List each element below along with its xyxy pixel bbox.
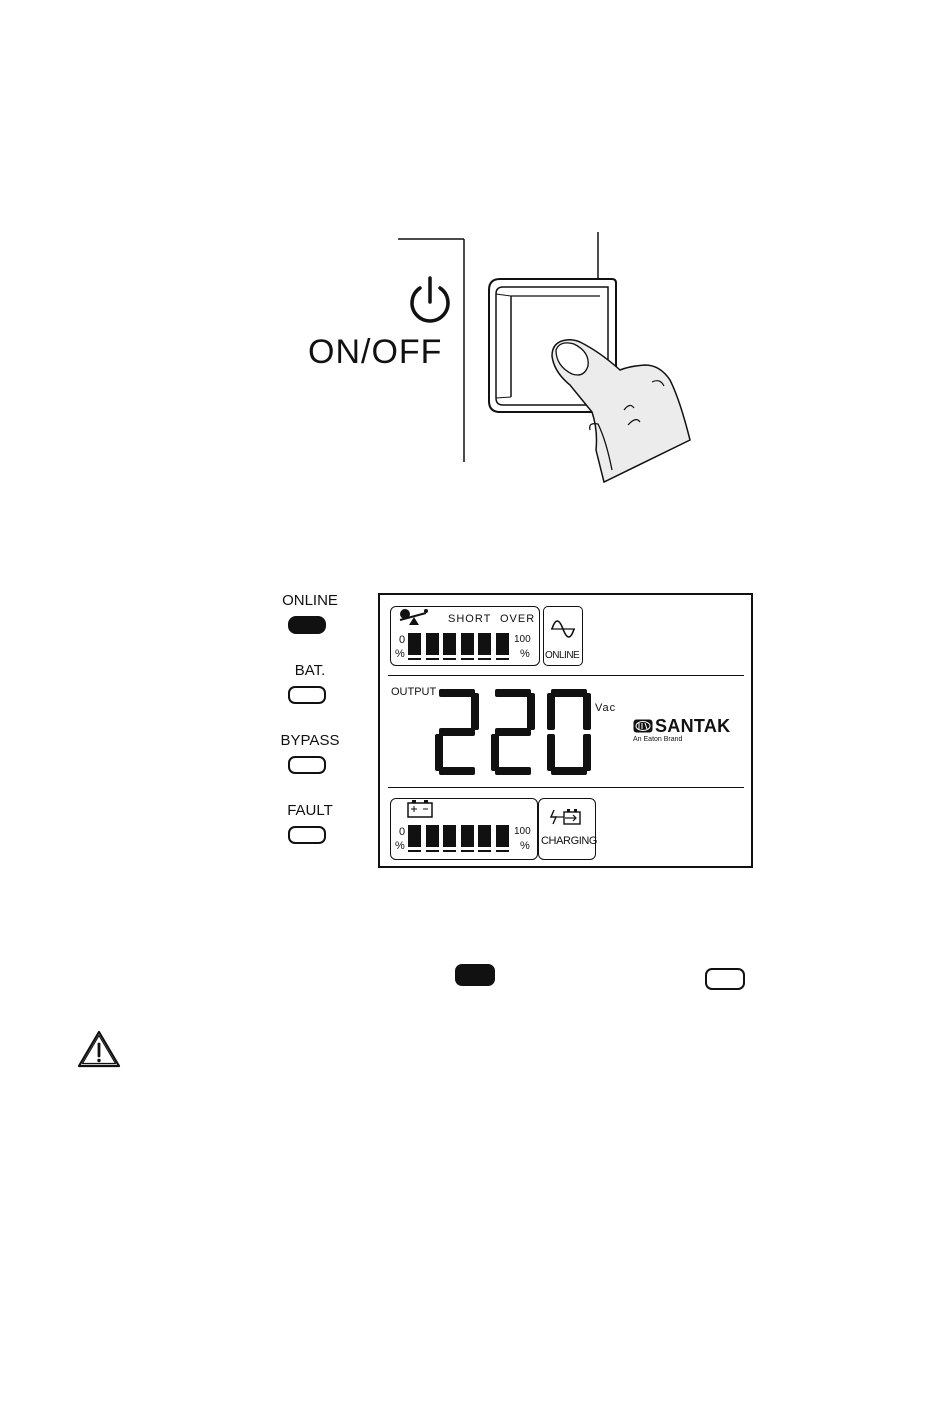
indicator-label-online: ONLINE <box>270 592 350 609</box>
load-level-segment <box>461 633 474 655</box>
battery-level-underline <box>478 850 491 852</box>
battery-max-label: 100 <box>514 826 531 837</box>
load-max-label: 100 <box>514 634 531 645</box>
battery-level-underline <box>496 850 509 852</box>
led-on-icon <box>455 964 495 986</box>
lcd-display: SHORT OVER 0 % 100 % ONLINE OUTPUT Vac S… <box>378 593 753 868</box>
online-mode-label: ONLINE <box>545 650 579 661</box>
led-bat-indicator <box>288 686 326 704</box>
battery-min-unit: % <box>395 840 405 852</box>
load-level-underline <box>478 658 491 660</box>
digit-segment <box>527 693 535 730</box>
output-voltage-digits <box>435 687 595 777</box>
load-level-underline <box>461 658 474 660</box>
power-button-illustration <box>0 0 950 520</box>
digit-segment <box>439 728 475 736</box>
load-level-underline <box>443 658 456 660</box>
load-min-unit: % <box>395 648 405 660</box>
battery-level-segment <box>443 825 456 847</box>
battery-icon <box>407 799 435 819</box>
battery-level-underline <box>461 850 474 852</box>
load-max-unit: % <box>520 648 530 660</box>
battery-max-unit: % <box>520 840 530 852</box>
short-label: SHORT <box>448 613 491 625</box>
battery-level-segment <box>478 825 491 847</box>
digit-segment <box>495 767 531 775</box>
charging-label: CHARGING <box>541 835 597 847</box>
digit-segment <box>439 767 475 775</box>
over-label: OVER <box>500 613 535 625</box>
digit-segment <box>547 693 555 730</box>
indicator-panel: ONLINE BAT. BYPASS FAULT <box>270 592 350 852</box>
load-level-segment <box>443 633 456 655</box>
digit-segment <box>435 734 443 771</box>
load-level-underline <box>408 658 421 660</box>
digit-segment <box>439 689 475 697</box>
battery-level-segment <box>461 825 474 847</box>
led-bypass-indicator <box>288 756 326 774</box>
digit-segment <box>551 767 587 775</box>
battery-min-label: 0 <box>399 826 405 838</box>
brand-tagline: An Eaton Brand <box>633 736 682 743</box>
digit-segment <box>583 693 591 730</box>
indicator-label-bypass: BYPASS <box>270 732 350 749</box>
digit-segment <box>491 734 499 771</box>
battery-level-segment <box>426 825 439 847</box>
warning-triangle-icon <box>77 1030 121 1068</box>
led-off-icon <box>705 968 745 990</box>
power-icon <box>412 278 448 321</box>
eaton-logo-icon <box>633 719 653 733</box>
load-level-segment <box>426 633 439 655</box>
load-level-segment <box>408 633 421 655</box>
battery-level-segment <box>408 825 421 847</box>
load-level-segment <box>496 633 509 655</box>
digit-segment <box>471 693 479 730</box>
battery-level-underline <box>443 850 456 852</box>
load-level-underline <box>496 658 509 660</box>
power-button-label: ON/OFF <box>308 333 442 372</box>
load-level-underline <box>426 658 439 660</box>
battery-level-bar <box>408 825 512 855</box>
digit-segment <box>547 734 555 771</box>
sine-wave-icon <box>550 615 576 643</box>
digit-segment <box>495 689 531 697</box>
load-min-label: 0 <box>399 634 405 646</box>
indicator-label-fault: FAULT <box>270 802 350 819</box>
output-label: OUTPUT <box>391 686 436 698</box>
digit-segment <box>551 689 587 697</box>
digit-segment <box>583 734 591 771</box>
lcd-divider <box>388 675 744 676</box>
led-fault-indicator <box>288 826 326 844</box>
load-level-bar <box>408 633 512 663</box>
battery-level-underline <box>426 850 439 852</box>
indicator-label-bat: BAT. <box>270 662 350 679</box>
battery-level-underline <box>408 850 421 852</box>
led-online-indicator <box>288 616 326 634</box>
lcd-divider <box>388 787 744 788</box>
charging-icon <box>550 808 584 826</box>
load-level-segment <box>478 633 491 655</box>
output-unit: Vac <box>595 702 616 714</box>
load-seesaw-icon <box>396 607 436 627</box>
brand-name: SANTAK <box>655 716 730 737</box>
battery-level-segment <box>496 825 509 847</box>
digit-segment <box>495 728 531 736</box>
